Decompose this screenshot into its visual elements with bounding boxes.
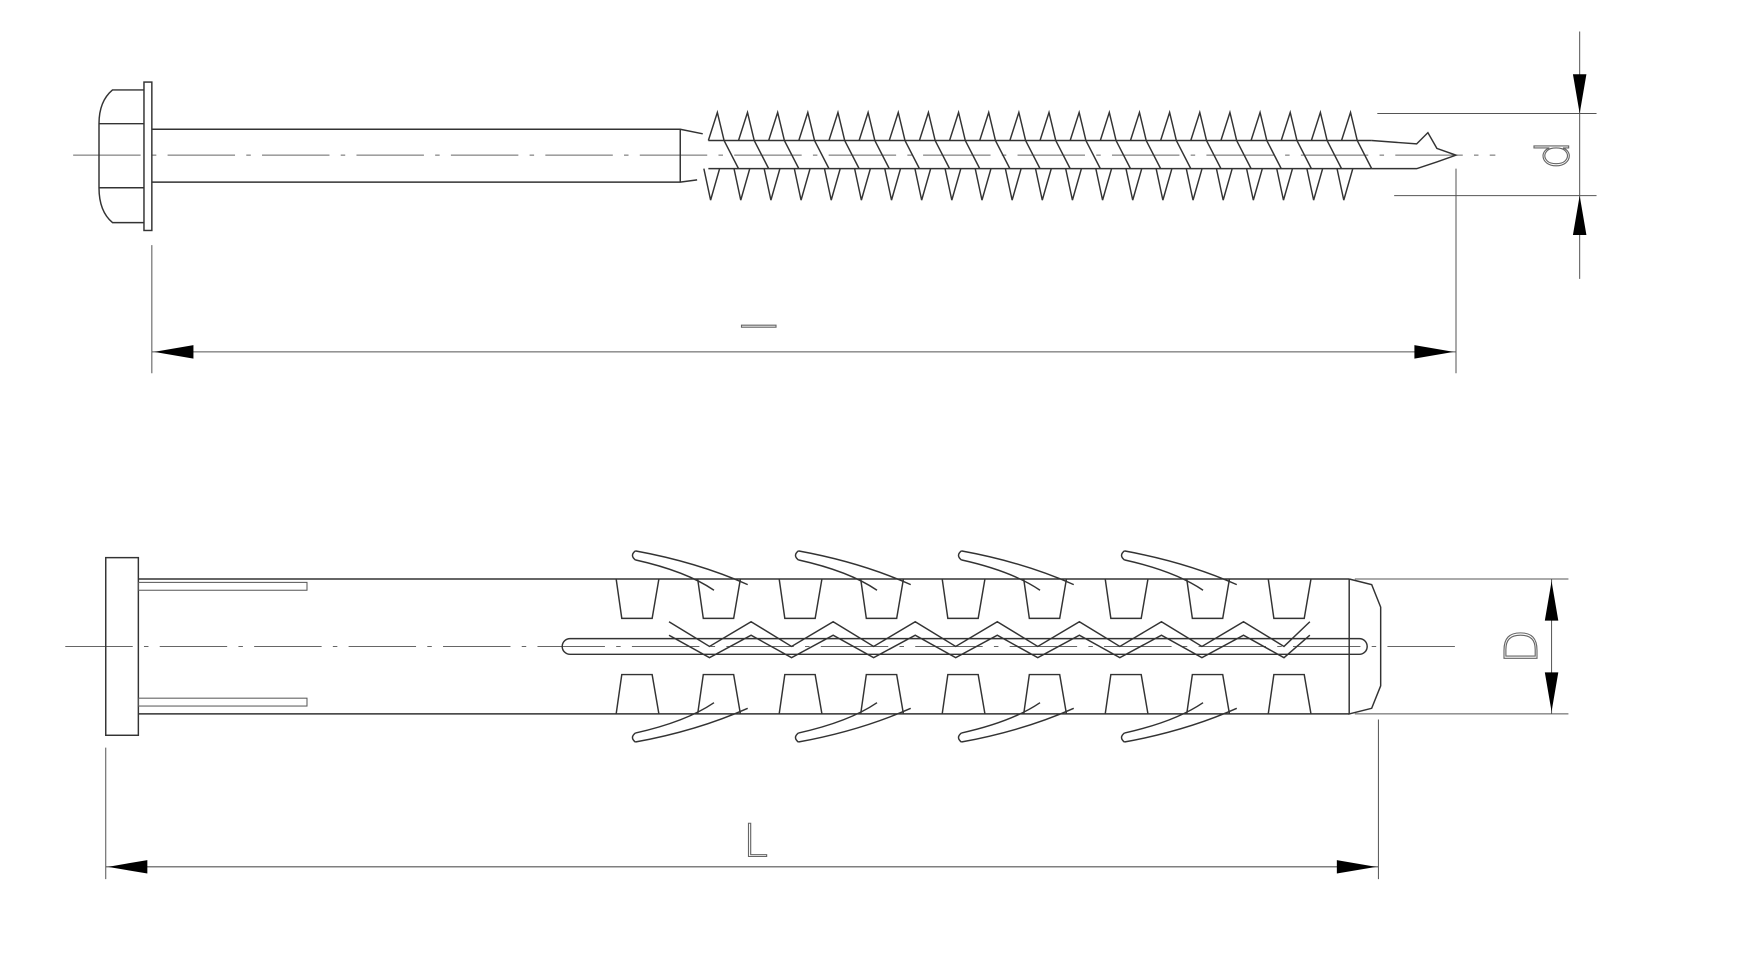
plug-segments	[615, 550, 1312, 743]
segment-bottom	[696, 673, 742, 715]
screw-shank	[151, 128, 703, 183]
arrow-right-icon	[1414, 345, 1454, 359]
fin-bottom	[1120, 702, 1238, 743]
fin-bottom	[631, 702, 749, 743]
thread-tooth	[1004, 109, 1041, 201]
dimension-d: d	[1377, 31, 1597, 279]
segment-bottom	[859, 673, 905, 715]
wall-plug	[65, 550, 1457, 743]
arrow-left-icon	[107, 860, 148, 874]
segment-top	[1267, 578, 1312, 620]
segment-top	[1104, 578, 1149, 620]
plug-core-slot	[561, 637, 1368, 656]
segment-top	[1186, 578, 1231, 620]
fin-top	[1120, 550, 1238, 591]
screw-tip	[1371, 131, 1459, 170]
segment-bottom	[1104, 673, 1149, 715]
dimension-l: l	[151, 168, 1457, 374]
segment-bottom	[1186, 673, 1231, 715]
thread-tooth	[1185, 109, 1222, 201]
thread-tooth	[703, 109, 740, 201]
thread-tooth	[763, 109, 800, 201]
thread-tooth	[974, 109, 1011, 201]
dimension-L: L	[105, 719, 1379, 880]
arrow-left-icon	[154, 345, 194, 359]
fin-top	[957, 550, 1075, 591]
segment-top	[1022, 578, 1068, 620]
arrow-up-icon	[1572, 195, 1587, 235]
zigzag-top	[668, 620, 1311, 648]
plug-nose	[1348, 578, 1382, 715]
segment-bottom	[615, 673, 660, 715]
thread-tooth	[853, 109, 890, 201]
thread-tooth	[1215, 109, 1252, 201]
zigzag-bottom	[668, 634, 1311, 659]
fin-top	[794, 550, 912, 591]
thread-tooth	[884, 109, 921, 201]
screw-threads	[703, 109, 1373, 201]
thread-tooth	[1276, 109, 1313, 201]
thread-tooth	[1095, 109, 1132, 201]
dimension-label-l: l	[734, 320, 787, 333]
segment-bottom	[1267, 673, 1312, 715]
thread-tooth	[1155, 109, 1192, 201]
arrow-down-icon	[1544, 672, 1559, 712]
thread-tooth	[914, 109, 951, 201]
thread-tooth	[793, 109, 830, 201]
arrow-down-icon	[1572, 74, 1587, 114]
plug-collar	[105, 556, 140, 737]
head-flange	[143, 81, 153, 232]
plug-slot-bottom	[137, 697, 308, 707]
thread-tooth	[1306, 109, 1343, 201]
thread-tooth	[944, 109, 981, 201]
segment-top	[615, 578, 660, 620]
thread-tooth	[1125, 109, 1162, 201]
thread-tooth	[1336, 109, 1373, 201]
thread-tooth	[1245, 109, 1282, 201]
thread-tooth	[1064, 109, 1101, 201]
arrow-right-icon	[1336, 860, 1377, 874]
segment-bottom	[778, 673, 823, 715]
fin-bottom	[794, 702, 912, 743]
segment-bottom	[941, 673, 986, 715]
segment-top	[696, 578, 742, 620]
thread-tooth	[733, 109, 770, 201]
segment-bottom	[1022, 673, 1068, 715]
dimension-label-L: L	[743, 815, 768, 868]
dimension-D: D	[1354, 578, 1569, 715]
screw	[73, 81, 1496, 232]
thread-core	[708, 139, 1372, 170]
fin-bottom	[957, 702, 1075, 743]
fin-top	[631, 550, 749, 591]
segment-top	[941, 578, 986, 620]
segment-top	[778, 578, 823, 620]
dimension-label-d: d	[1526, 141, 1579, 170]
hex-head	[98, 89, 144, 224]
dimension-label-D: D	[1495, 629, 1548, 664]
thread-tooth	[823, 109, 860, 201]
segment-top	[859, 578, 905, 620]
thread-tooth	[1034, 109, 1071, 201]
arrow-up-icon	[1544, 581, 1559, 621]
plug-slot-top	[137, 581, 308, 591]
